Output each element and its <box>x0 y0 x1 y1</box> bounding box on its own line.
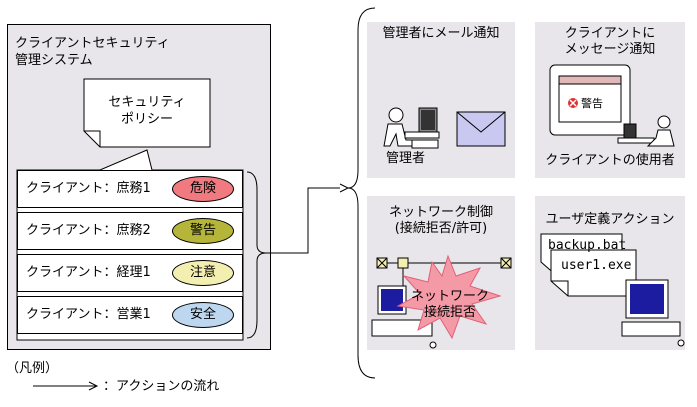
network-title-line2: (接続拒否/許可) <box>394 221 488 236</box>
legend-heading: （凡例） <box>6 361 59 376</box>
message-notify-title-line1: クライアントに <box>564 26 656 41</box>
legend-arrow-label: ：アクションの流れ <box>103 379 220 394</box>
client-user-label: クライアントの使用者 <box>545 153 675 168</box>
level-badge-safe: 安全 <box>172 302 234 328</box>
level-badge-danger: 危険 <box>172 176 234 202</box>
policy-line1: セキュリティ <box>108 95 186 110</box>
level-badge-warning: 警告 <box>172 218 234 244</box>
mail-notify-panel <box>367 22 515 178</box>
mail-notify-title: 管理者にメール通知 <box>382 26 500 41</box>
client-row-1: クライアント：庶務1 危険 <box>17 170 243 208</box>
dialog-warning-text: 警告 <box>581 97 603 110</box>
file-user1-exe: user1.exe <box>561 258 632 273</box>
client-row-2: クライアント：庶務2 警告 <box>17 212 243 250</box>
client-label: クライアント：経理1 <box>26 265 151 280</box>
client-row-4: クライアント：営業1 安全 <box>17 296 243 334</box>
user-action-title: ユーザ定義アクション <box>545 212 675 227</box>
client-label: クライアント：庶務1 <box>26 181 151 196</box>
burst-line1: ネットワーク <box>410 289 489 304</box>
client-label: クライアント：営業1 <box>26 307 151 322</box>
admin-label: 管理者 <box>386 151 426 166</box>
burst-line2: 接続拒否 <box>423 305 476 320</box>
level-badge-caution: 注意 <box>172 260 234 286</box>
system-title-line1: クライアントセキュリティ <box>15 36 170 51</box>
policy-line2: ポリシー <box>120 112 173 127</box>
client-row-3: クライアント：経理1 注意 <box>17 254 243 292</box>
client-label: クライアント：庶務2 <box>26 223 151 238</box>
system-title-line2: 管理システム <box>15 53 93 68</box>
message-notify-title-line2: メッセージ通知 <box>564 42 656 57</box>
file-backup-bat: backup.bat <box>548 238 627 253</box>
network-title-line1: ネットワーク制御 <box>388 205 493 220</box>
